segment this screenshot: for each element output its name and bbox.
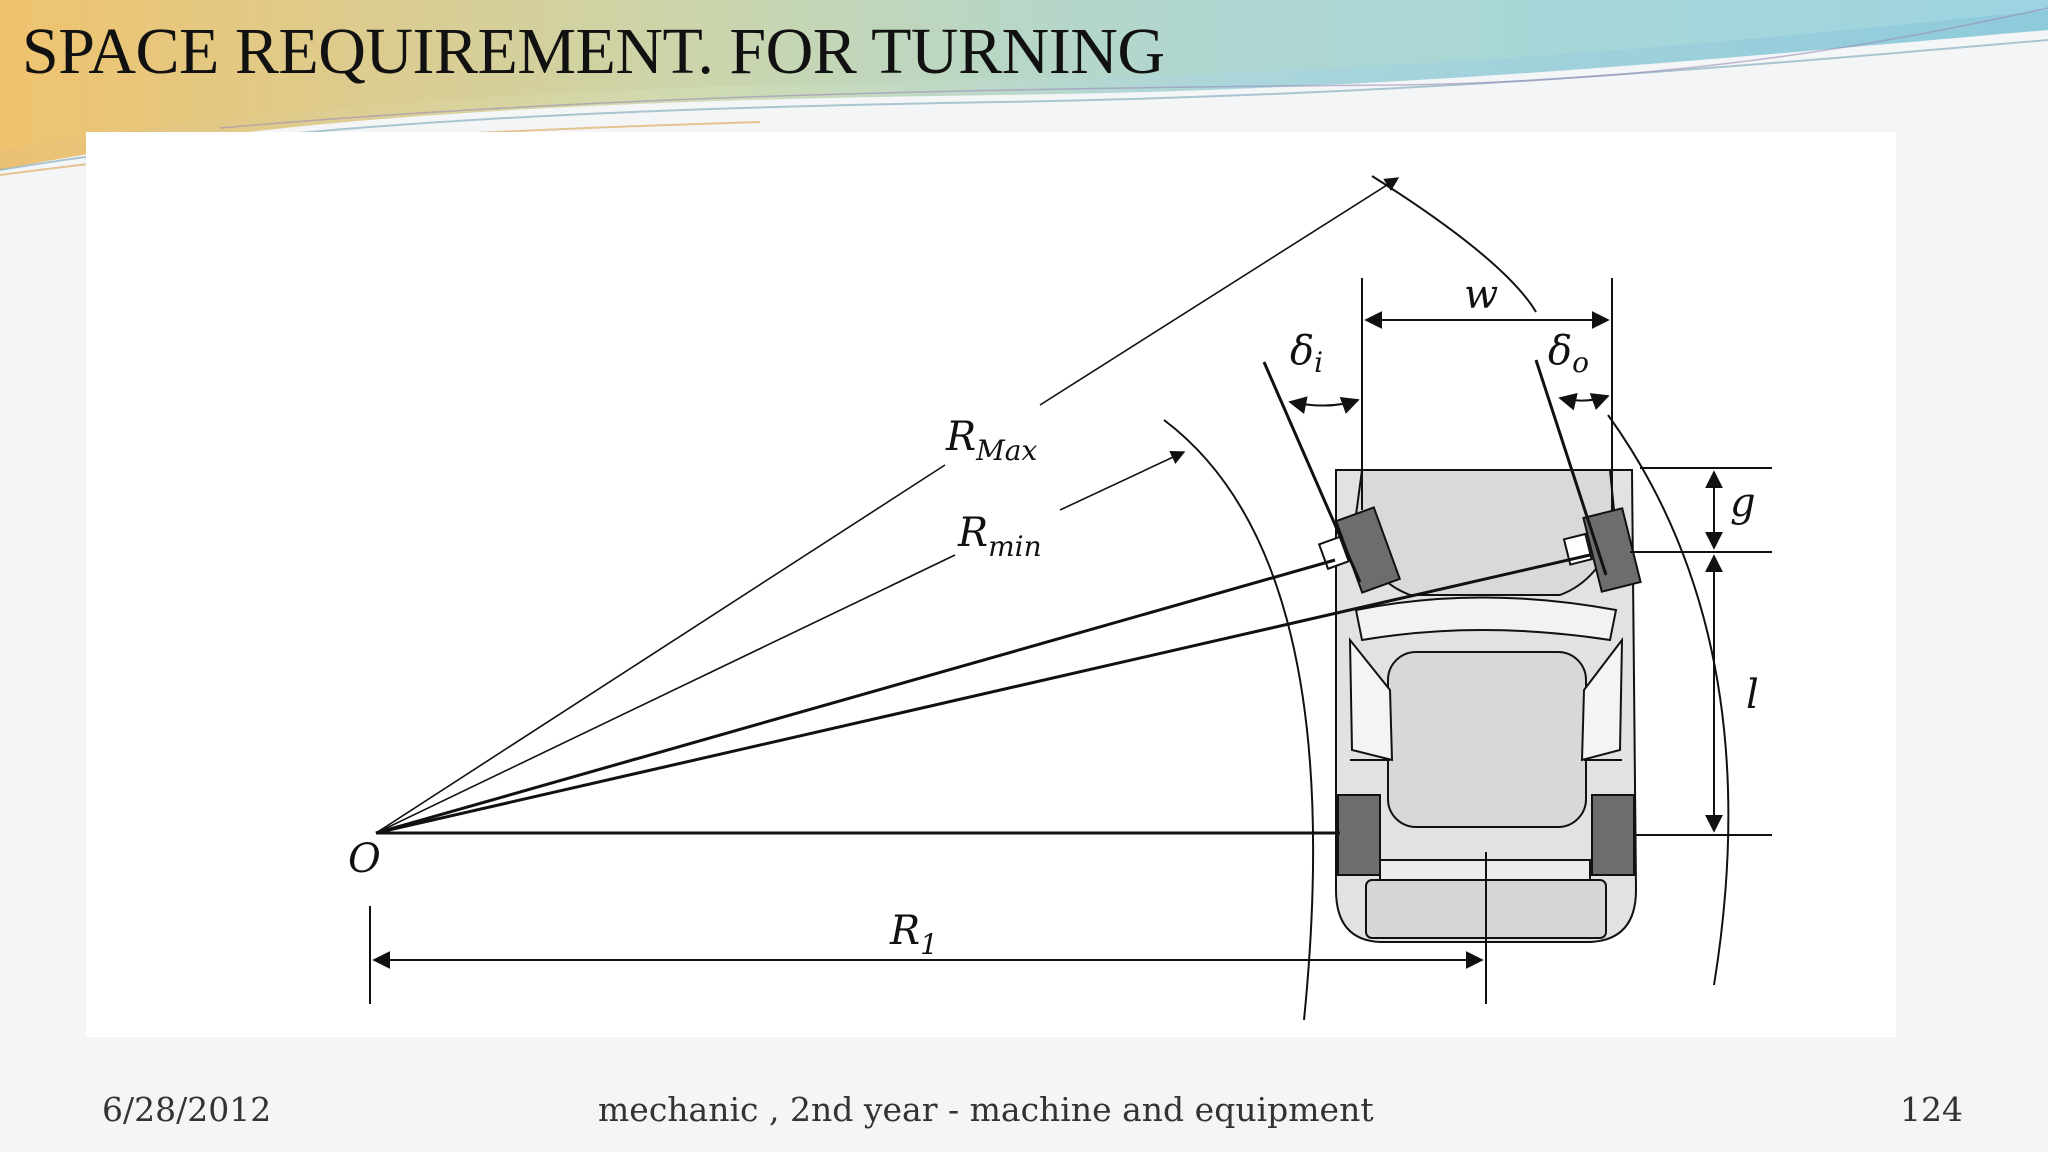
r-max-line-lower	[375, 464, 946, 834]
arc-outer-top	[1371, 175, 1537, 313]
vehicle-roof	[1387, 651, 1587, 828]
label-r-1: R1	[889, 908, 938, 961]
label-g: g	[1730, 480, 1756, 526]
label-w: w	[1464, 272, 1498, 318]
delta-o-wheel-axis	[1534, 359, 1608, 576]
r-max-arrow	[1039, 177, 1400, 406]
rear-wheel-left	[1337, 794, 1381, 876]
label-origin: O	[348, 836, 381, 882]
rear-wheel-right	[1591, 794, 1635, 876]
radius-to-front-right-wheel	[375, 553, 1591, 835]
vehicle-side-window-right	[1580, 636, 1624, 762]
label-r-min: Rmin	[957, 510, 1042, 563]
footer-date: 6/28/2012	[102, 1090, 272, 1129]
label-l: l	[1746, 672, 1759, 718]
slide-title: SPACE REQUIREMENT. FOR TURNING	[22, 15, 1165, 88]
label-r-max: RMax	[945, 414, 1037, 467]
arc-r-min	[1163, 419, 1315, 1021]
footer-course: mechanic , 2nd year - machine and equipm…	[598, 1090, 1374, 1129]
vehicle-side-window-left	[1348, 637, 1394, 762]
delta-o-arc	[1558, 392, 1610, 411]
r-min-line-lower	[375, 554, 956, 834]
r-min-arrow	[1059, 450, 1186, 511]
vehicle-windshield	[1354, 596, 1618, 642]
delta-i-wheel-axis	[1262, 361, 1362, 583]
label-delta-o: δo	[1548, 328, 1589, 379]
delta-i-arc	[1288, 396, 1360, 414]
vehicle	[1317, 469, 1642, 943]
label-delta-i: δi	[1290, 328, 1323, 379]
radius-to-front-left-wheel	[375, 558, 1336, 835]
footer-page-number: 124	[1900, 1090, 1963, 1129]
